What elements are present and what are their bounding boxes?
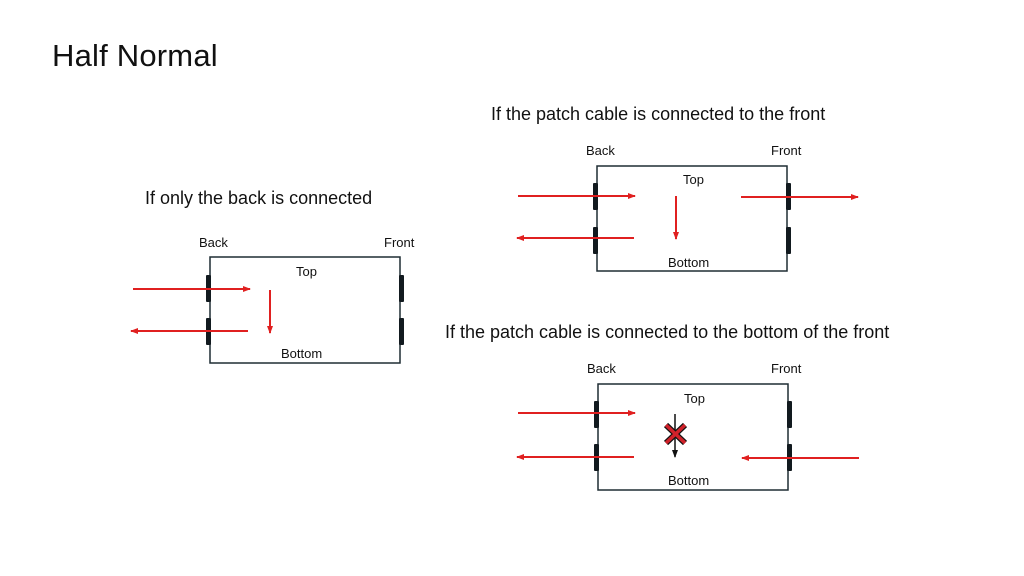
- slide-title: Half Normal: [52, 38, 218, 73]
- label-front: Front: [384, 235, 415, 250]
- patch-panel-front-bottom-connected: [516, 383, 859, 491]
- caption-back-only: If only the back is connected: [145, 188, 373, 208]
- front-bottom-port: [786, 227, 791, 254]
- label-front: Front: [771, 361, 802, 376]
- back-top-port: [594, 401, 599, 428]
- label-back: Back: [587, 361, 616, 376]
- label-top: Top: [296, 264, 317, 279]
- front-bottom-port: [399, 318, 404, 345]
- front-top-port: [399, 275, 404, 302]
- label-back: Back: [586, 143, 615, 158]
- blocked-x-icon: [663, 422, 688, 446]
- label-bottom: Bottom: [281, 346, 323, 361]
- label-bottom: Bottom: [668, 255, 710, 270]
- panel-box: [209, 256, 401, 364]
- back-bottom-port: [593, 227, 598, 254]
- label-bottom: Bottom: [668, 473, 710, 488]
- patch-panel-back-only: [130, 256, 404, 364]
- label-top: Top: [683, 172, 704, 187]
- label-back: Back: [199, 235, 228, 250]
- label-front: Front: [771, 143, 802, 158]
- panel-box: [596, 165, 788, 272]
- label-top: Top: [684, 391, 705, 406]
- caption-front-connected: If the patch cable is connected to the f…: [491, 104, 826, 124]
- caption-front-bottom-connected: If the patch cable is connected to the b…: [445, 322, 890, 342]
- patch-panel-front-connected: [516, 165, 859, 272]
- panel-box: [597, 383, 789, 491]
- front-top-port: [787, 401, 792, 428]
